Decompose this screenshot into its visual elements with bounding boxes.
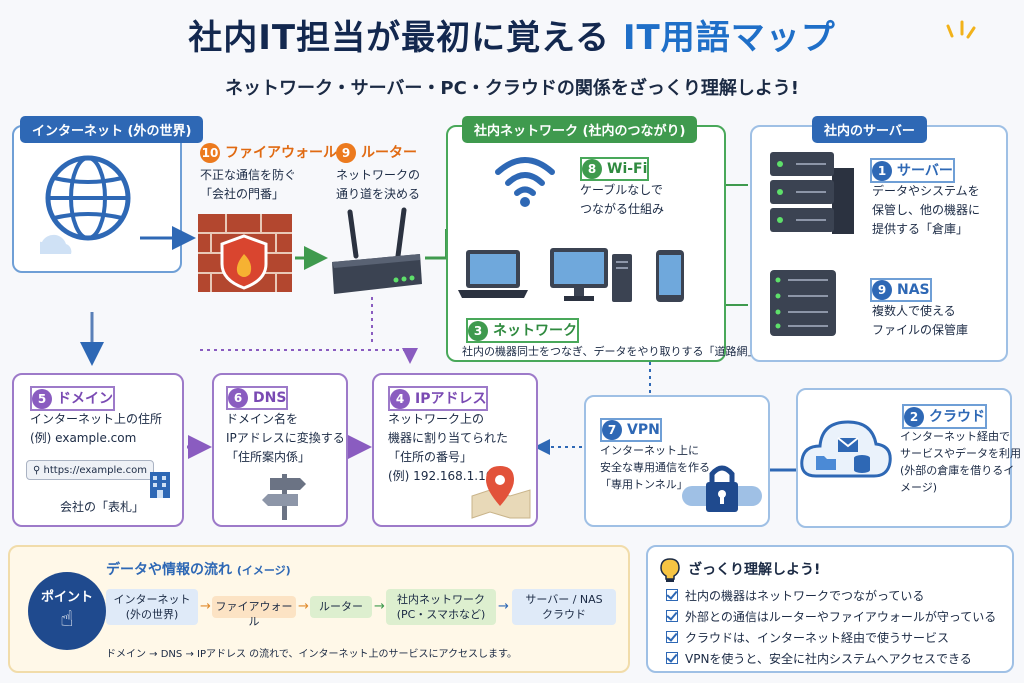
search-icon: ⚲ — [33, 465, 41, 476]
network-desc: 社内の機器同士をつなぎ、データをやり取りする「道路網」 — [462, 345, 759, 358]
server-tag: 社内のサーバー — [812, 116, 927, 143]
server-desc: データやシステムを 保管し、他の機器に 提供する「倉庫」 — [872, 184, 981, 236]
url-bar: ⚲ https://example.com — [26, 460, 154, 480]
router-desc: ネットワークの 通り道を決める — [336, 168, 421, 201]
internet-tag: インターネット (外の世界) — [20, 116, 204, 143]
router-icon — [332, 207, 422, 294]
flow-step-servers: サーバー / NAS クラウド — [512, 589, 616, 625]
flow-arrow-icon: → — [298, 599, 309, 614]
page-subtitle: ネットワーク・サーバー・PC・クラウドの関係をざっくり理解しよう! — [224, 78, 800, 99]
firewall-desc: 不正な通信を防ぐ 「会社の門番」 — [200, 168, 297, 201]
vpn-desc: インターネット上に 安全な専用通信を作る 「専用トンネル」 — [600, 444, 710, 491]
desktop-pc-icon — [550, 248, 632, 302]
flow-step-router: ルーター — [310, 596, 372, 618]
thumbs-up-icon: ☝ — [60, 607, 74, 632]
flow-arrow-icon: → — [200, 599, 211, 614]
laptop-icon — [458, 250, 528, 298]
checkbox-icon — [666, 610, 678, 622]
summary-panel: ざっくり理解しよう! 社内の機器はネットワークでつながっている 外部との通信はル… — [646, 545, 1014, 673]
checkbox-icon — [666, 652, 678, 664]
flow-step-internet: インターネット (外の世界) — [106, 589, 198, 625]
summary-title: ざっくり理解しよう! — [688, 562, 821, 578]
server-icon — [770, 152, 854, 234]
title-main: 社内IT担当が最初に覚える — [188, 18, 611, 58]
domain-num: 5 — [32, 389, 52, 409]
summary-item: 社内の機器はネットワークでつながっている — [666, 587, 924, 604]
smartphone-icon — [656, 250, 684, 302]
sparkle-icon — [946, 20, 976, 39]
cloud-icon — [800, 420, 892, 478]
ip-desc: ネットワーク上の 機器に割り当てられた 「住所の番号」 (例) 192.168.… — [388, 412, 509, 483]
nas-desc: 複数人で使える ファイルの保管庫 — [872, 304, 969, 337]
point-badge: ポイント ☝ — [28, 572, 106, 650]
cloud-desc: インターネット経由で サービスやデータを利用 (外部の倉庫を借りるイメージ) — [900, 430, 1021, 494]
building-icon — [150, 472, 170, 498]
network-tag: 社内ネットワーク (社内のつながり) — [462, 116, 698, 143]
wifi-desc: ケーブルなしで つながる仕組み — [580, 183, 665, 216]
ip-num: 4 — [390, 389, 410, 409]
vpn-panel — [584, 395, 770, 527]
page-title: 社内IT担当が最初に覚える IT用語マップ — [0, 10, 1024, 59]
flow-arrow-icon: → — [374, 599, 385, 614]
signpost-icon — [262, 474, 306, 520]
flow-title: データや情報の流れ (イメージ) — [106, 562, 291, 578]
network-num: 3 — [468, 321, 488, 341]
flow-step-firewall: ファイアウォール — [212, 596, 296, 628]
checkbox-icon — [666, 631, 678, 643]
title-highlight: IT用語マップ — [622, 18, 836, 58]
summary-item: クラウドは、インターネット経由で使うサービス — [666, 629, 949, 646]
wifi-icon — [495, 157, 555, 207]
firewall-num: 10 — [200, 143, 220, 163]
firewall-icon — [198, 214, 292, 292]
nas-num: 9 — [872, 280, 892, 300]
summary-item: 外部との通信はルーターやファイアウォールが守っている — [666, 608, 996, 625]
router-num: 9 — [336, 143, 356, 163]
flow-note: ドメイン → DNS → IPアドレス の流れで、インターネット上のサービスにア… — [106, 649, 517, 660]
summary-item: VPNを使うと、安全に社内システムへアクセスできる — [666, 650, 972, 667]
domain-caption: 会社の「表札」 — [60, 500, 145, 514]
flow-panel: ポイント ☝ データや情報の流れ (イメージ) インターネット (外の世界) →… — [8, 545, 630, 673]
wifi-num: 8 — [582, 159, 602, 179]
server-num: 1 — [872, 161, 892, 181]
globe-icon — [40, 155, 131, 254]
domain-desc: インターネット上の住所 (例) example.com — [30, 412, 163, 445]
checkbox-icon — [666, 589, 678, 601]
cloud-num: 2 — [904, 407, 924, 427]
dns-desc: ドメイン名を IPアドレスに変換する 「住所案内係」 — [226, 412, 345, 464]
lightbulb-icon — [660, 558, 680, 582]
map-pin-icon — [471, 466, 531, 519]
dns-num: 6 — [228, 388, 248, 408]
vpn-num: 7 — [602, 420, 622, 440]
point-label: ポイント — [40, 590, 93, 605]
nas-icon — [770, 270, 836, 336]
flow-arrow-icon: → — [498, 599, 509, 614]
flow-step-network: 社内ネットワーク (PC・スマホなど) — [386, 589, 496, 625]
lock-tunnel-icon — [682, 465, 762, 512]
